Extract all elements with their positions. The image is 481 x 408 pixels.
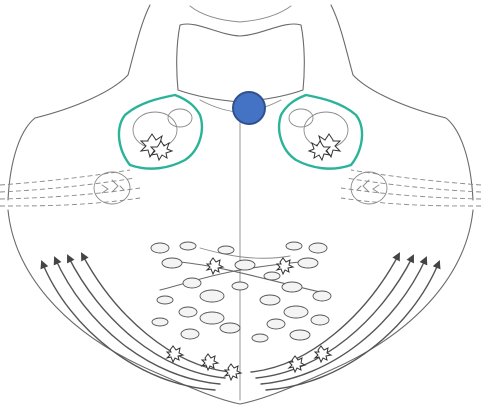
right-nucleus: [279, 95, 387, 204]
section-outline: [8, 5, 473, 404]
ventricle: [177, 24, 305, 400]
left-nucleus: [94, 95, 202, 204]
lateral-fibres-left: [0, 170, 140, 206]
tracts-left: [42, 254, 230, 390]
neuron-cluster-left: [141, 134, 172, 160]
lateral-fibres-right: [341, 170, 481, 206]
neuron-cluster-right: [309, 134, 340, 160]
highlight-marker: [233, 92, 265, 124]
